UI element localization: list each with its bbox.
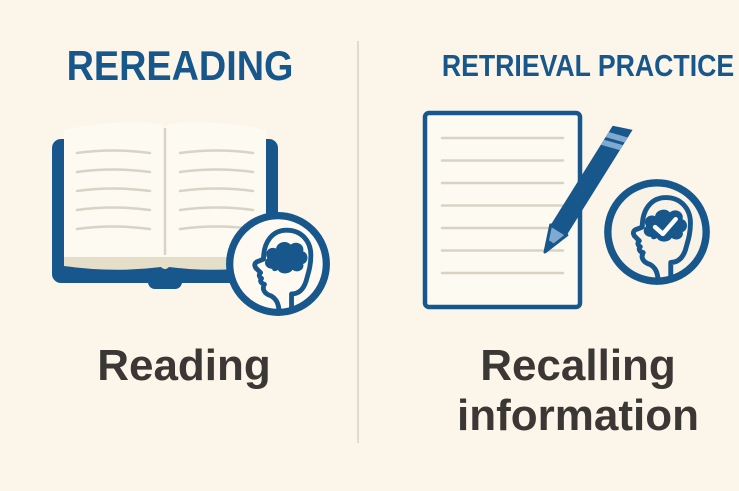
notepad-text-lines	[440, 136, 565, 275]
panel-left-title: REREADING	[66, 42, 294, 89]
panel-right-title: RETRIEVAL PRACTICE	[441, 48, 735, 83]
pencil-icon	[543, 125, 633, 254]
reading-illustration	[52, 122, 330, 316]
head-brain-icon	[226, 212, 330, 316]
vertical-divider	[357, 41, 359, 443]
panel-right-caption: Recalling information	[457, 341, 699, 441]
open-book-icon	[52, 122, 278, 289]
notepad-icon	[422, 110, 583, 310]
head-brain-check-icon	[604, 179, 710, 285]
panel-left-caption: Reading	[97, 341, 271, 390]
recall-illustration	[422, 110, 710, 310]
